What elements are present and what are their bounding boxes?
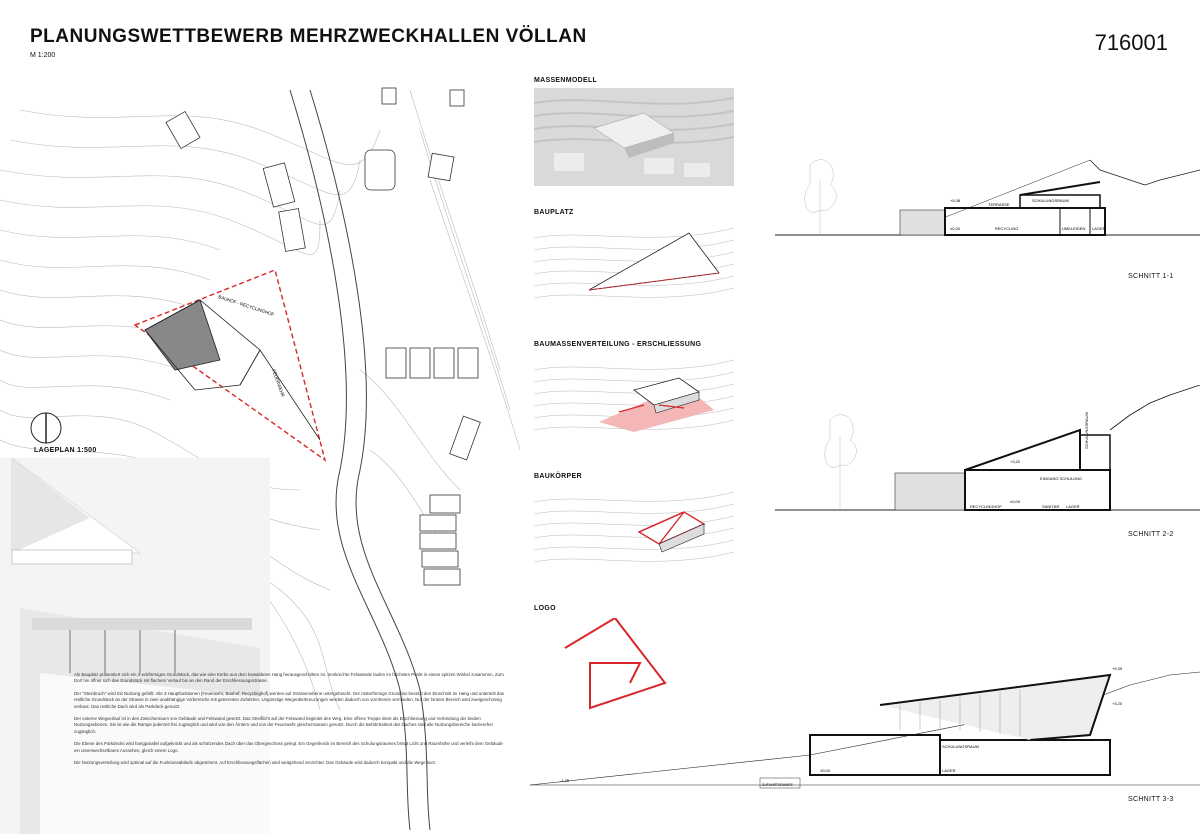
s3-level: ±0,00 xyxy=(820,768,831,773)
s3-room: ZUFAHRTSRAMPE xyxy=(762,783,794,787)
erschliessung-label: BAUMASSENVERTEILUNG - ERSCHLIESSUNG xyxy=(534,341,702,348)
description-paragraph: Die Nutzungsverteilung wird optimal auf … xyxy=(74,760,437,766)
description-paragraph: Als Bauplatz präsentiert sich ein 3-eckf… xyxy=(74,672,504,684)
section-3-drawing: SCHULUNGSRAUM LAGER ZUFAHRTSRAMPE +5,35 … xyxy=(530,666,1200,789)
erschliessung-diagram xyxy=(534,359,734,432)
s2-level: +3,20 xyxy=(1010,459,1021,464)
bauplatz-diagram xyxy=(534,227,734,299)
section-2-drawing: EINGANG SCHULUNG RECYCLINGHOF SANITÄR LA… xyxy=(775,385,1200,511)
s1-room: SCHULUNGSRAUM xyxy=(1032,198,1069,203)
s2-room: EINGANG SCHULUNG xyxy=(1040,476,1082,481)
s2-room: SCHULUNGSRAUM xyxy=(1084,412,1089,449)
description-paragraph: Die Ebene des Parkdecks wird hangparalle… xyxy=(74,741,503,753)
render-images xyxy=(0,458,270,834)
s2-room: LAGER xyxy=(1066,504,1080,509)
section-2-label: SCHNITT 2-2 xyxy=(1128,531,1174,538)
description-paragraph: Der "Steinbruch" wird mit Nutzung gefüll… xyxy=(74,690,504,709)
section-1-drawing: SCHULUNGSRAUM TERRASSE RECYCLING UMKLEID… xyxy=(775,159,1200,236)
site-plan-label: LAGEPLAN 1:500 xyxy=(34,447,97,454)
s2-room: RECYCLINGHOF xyxy=(970,504,1002,509)
massenmodell-label: MASSENMODELL xyxy=(534,77,598,84)
massenmodell-image xyxy=(534,88,734,186)
north-arrow-icon xyxy=(30,412,62,444)
s1-level: ±0,00 xyxy=(950,226,961,231)
description-text: Als Bauplatz präsentiert sich ein 3-eckf… xyxy=(74,672,504,772)
s1-level: +5,38 xyxy=(950,198,961,203)
section-1-label: SCHNITT 1-1 xyxy=(1128,273,1174,280)
bauplatz-label: BAUPLATZ xyxy=(534,209,574,216)
s1-room: TERRASSE xyxy=(988,202,1010,207)
section-3-label: SCHNITT 3-3 xyxy=(1128,796,1174,803)
logo-icon xyxy=(564,618,667,710)
s1-room: RECYCLING xyxy=(995,226,1018,231)
s3-level: -1,25 xyxy=(560,778,570,783)
baukoerper-label: BAUKÖRPER xyxy=(534,473,582,480)
s3-room: SCHULUNGSRAUM xyxy=(942,744,979,749)
logo-label: LOGO xyxy=(534,605,556,612)
project-code: 716001 xyxy=(1094,30,1168,55)
s1-room: LAGER xyxy=(1092,226,1106,231)
page-title: PLANUNGSWETTBEWERB MEHRZWECKHALLEN VÖLLA… xyxy=(30,26,587,47)
s1-room: UMKLEIDEN xyxy=(1062,226,1085,231)
s3-level: +3,20 xyxy=(1112,701,1123,706)
scale-label: M 1:200 xyxy=(30,52,56,59)
description-paragraph: Der externe Wegverlauf ist in den Zwisch… xyxy=(74,716,493,734)
s2-room: SANITÄR xyxy=(1042,504,1059,509)
baukoerper-diagram xyxy=(534,491,734,563)
s3-room: LAGER xyxy=(942,768,956,773)
s3-level: +5,35 xyxy=(1112,666,1123,671)
s2-level: ±0,00 xyxy=(1010,499,1021,504)
